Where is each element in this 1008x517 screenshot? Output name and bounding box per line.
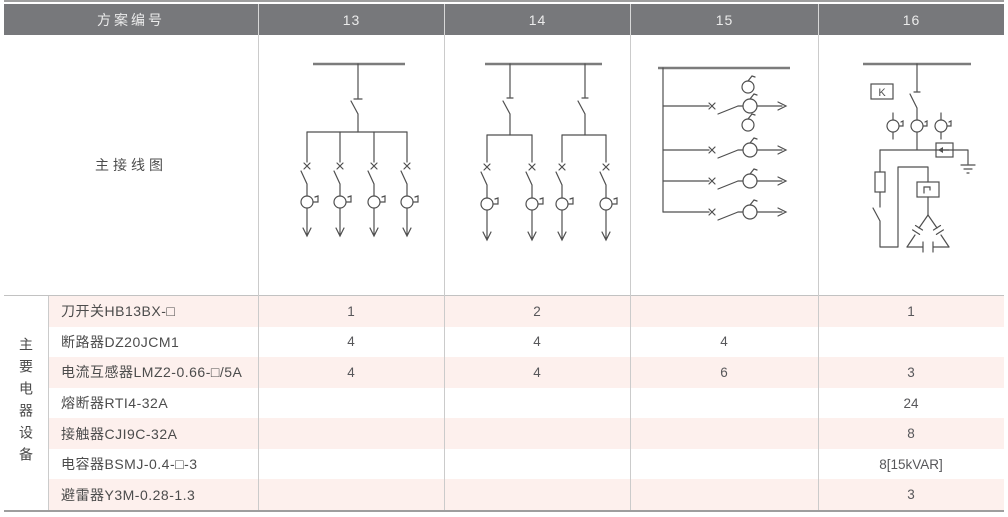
column-divider bbox=[818, 35, 819, 510]
equipment-qty-scheme15: 6 bbox=[720, 364, 728, 380]
controller-box bbox=[870, 83, 894, 100]
equipment-qty-scheme15 bbox=[630, 418, 818, 449]
equipment-qty-scheme14 bbox=[444, 479, 630, 510]
equipment-qty-scheme16: 8[15kVAR] bbox=[879, 456, 943, 472]
equipment-qty-scheme16 bbox=[818, 327, 1004, 358]
earth-symbol bbox=[960, 164, 976, 174]
diagram-cell-15 bbox=[630, 35, 818, 295]
contactor-box bbox=[916, 181, 940, 198]
equipment-qty-scheme14 bbox=[444, 449, 630, 480]
header-scheme-13: 13 bbox=[258, 4, 444, 35]
header-scheme-16: 16 bbox=[818, 4, 1004, 35]
equipment-qty-scheme14: 4 bbox=[533, 334, 541, 350]
diagram-cell-13 bbox=[258, 35, 444, 295]
column-divider bbox=[48, 296, 49, 510]
equipment-qty-scheme13 bbox=[258, 449, 444, 480]
table-bottom-border bbox=[4, 510, 1004, 512]
header-scheme-14: 14 bbox=[444, 4, 630, 35]
equipment-qty-scheme16: 3 bbox=[907, 487, 915, 503]
equipment-qty-scheme13 bbox=[258, 388, 444, 419]
header-scheme-15: 15 bbox=[630, 4, 818, 35]
main-wiring-diagram-label-text: 主接线图 bbox=[95, 157, 167, 173]
main-wiring-diagram-row: 主接线图 bbox=[4, 35, 1004, 295]
diagram-cell-16: K bbox=[818, 35, 1004, 295]
equipment-qty-scheme16: 3 bbox=[907, 364, 915, 380]
table-row: 熔断器RTI4-32A 24 bbox=[48, 388, 1004, 419]
wiring-diagram-scheme-15 bbox=[658, 66, 790, 221]
table-row: 刀开关HB13BX-□ 1 2 1 bbox=[48, 296, 1004, 327]
equipment-qty-scheme14 bbox=[444, 388, 630, 419]
wiring-diagram-scheme-13 bbox=[300, 62, 419, 238]
column-divider bbox=[258, 35, 259, 510]
wiring-diagram-scheme-14 bbox=[480, 62, 618, 242]
surge-arrester-arrow bbox=[938, 147, 943, 153]
equipment-qty-scheme16: 1 bbox=[907, 303, 915, 319]
equipment-qty-scheme16: 24 bbox=[903, 395, 919, 411]
equipment-name: 避雷器Y3M-0.28-1.3 bbox=[61, 486, 196, 503]
equipment-qty-scheme14 bbox=[444, 418, 630, 449]
table-row: 接触器CJI9C-32A 8 bbox=[48, 418, 1004, 449]
table-row: 电容器BSMJ-0.4-□-3 8[15kVAR] bbox=[48, 449, 1004, 480]
equipment-qty-scheme13: 1 bbox=[347, 303, 355, 319]
header-scheme-number-label: 方案编号 bbox=[97, 11, 165, 28]
equipment-qty-scheme15 bbox=[630, 296, 818, 327]
table-header-row: 方案编号 13 14 15 16 bbox=[4, 4, 1004, 35]
equipment-name: 熔断器RTI4-32A bbox=[61, 395, 169, 412]
equipment-section-vertical-label: 主要电器设备 bbox=[4, 296, 48, 510]
controller-box-label: K bbox=[878, 87, 886, 99]
equipment-qty-scheme15: 4 bbox=[720, 334, 728, 350]
table-row: 避雷器Y3M-0.28-1.3 3 bbox=[48, 479, 1004, 511]
equipment-name: 电容器BSMJ-0.4-□-3 bbox=[61, 456, 198, 473]
equipment-qty-scheme13: 4 bbox=[347, 364, 355, 380]
equipment-qty-scheme14: 2 bbox=[533, 303, 541, 319]
table-top-border bbox=[4, 0, 1004, 2]
equipment-qty-scheme13 bbox=[258, 479, 444, 510]
equipment-section-vertical-label-text: 主要电器设备 bbox=[18, 337, 34, 469]
delta-capacitor-bank bbox=[906, 214, 950, 253]
equipment-qty-scheme15 bbox=[630, 449, 818, 480]
wiring-diagram-scheme-16: K bbox=[863, 62, 976, 253]
equipment-name: 刀开关HB13BX-□ bbox=[61, 303, 176, 320]
fuse-symbol bbox=[874, 171, 886, 193]
equipment-rows: 刀开关HB13BX-□ 1 2 1 断路器DZ20JCM1 4 4 4 电流互感… bbox=[48, 296, 1004, 511]
diagram-cell-14 bbox=[444, 35, 630, 295]
equipment-qty-scheme13 bbox=[258, 418, 444, 449]
equipment-qty-scheme14: 4 bbox=[533, 364, 541, 380]
equipment-name: 断路器DZ20JCM1 bbox=[61, 333, 180, 350]
column-divider bbox=[630, 35, 631, 510]
equipment-qty-scheme15 bbox=[630, 388, 818, 419]
table-divider bbox=[4, 295, 1004, 296]
equipment-qty-scheme13: 4 bbox=[347, 334, 355, 350]
table-row: 断路器DZ20JCM1 4 4 4 bbox=[48, 327, 1004, 358]
main-wiring-diagram-label: 主接线图 bbox=[4, 35, 258, 295]
table-row: 电流互感器LMZ2-0.66-□/5A 4 4 6 3 bbox=[48, 357, 1004, 388]
equipment-name: 接触器CJI9C-32A bbox=[61, 425, 178, 442]
equipment-qty-scheme16: 8 bbox=[907, 426, 915, 442]
column-divider bbox=[444, 35, 445, 510]
equipment-name: 电流互感器LMZ2-0.66-□/5A bbox=[61, 364, 243, 381]
equipment-qty-scheme15 bbox=[630, 479, 818, 510]
